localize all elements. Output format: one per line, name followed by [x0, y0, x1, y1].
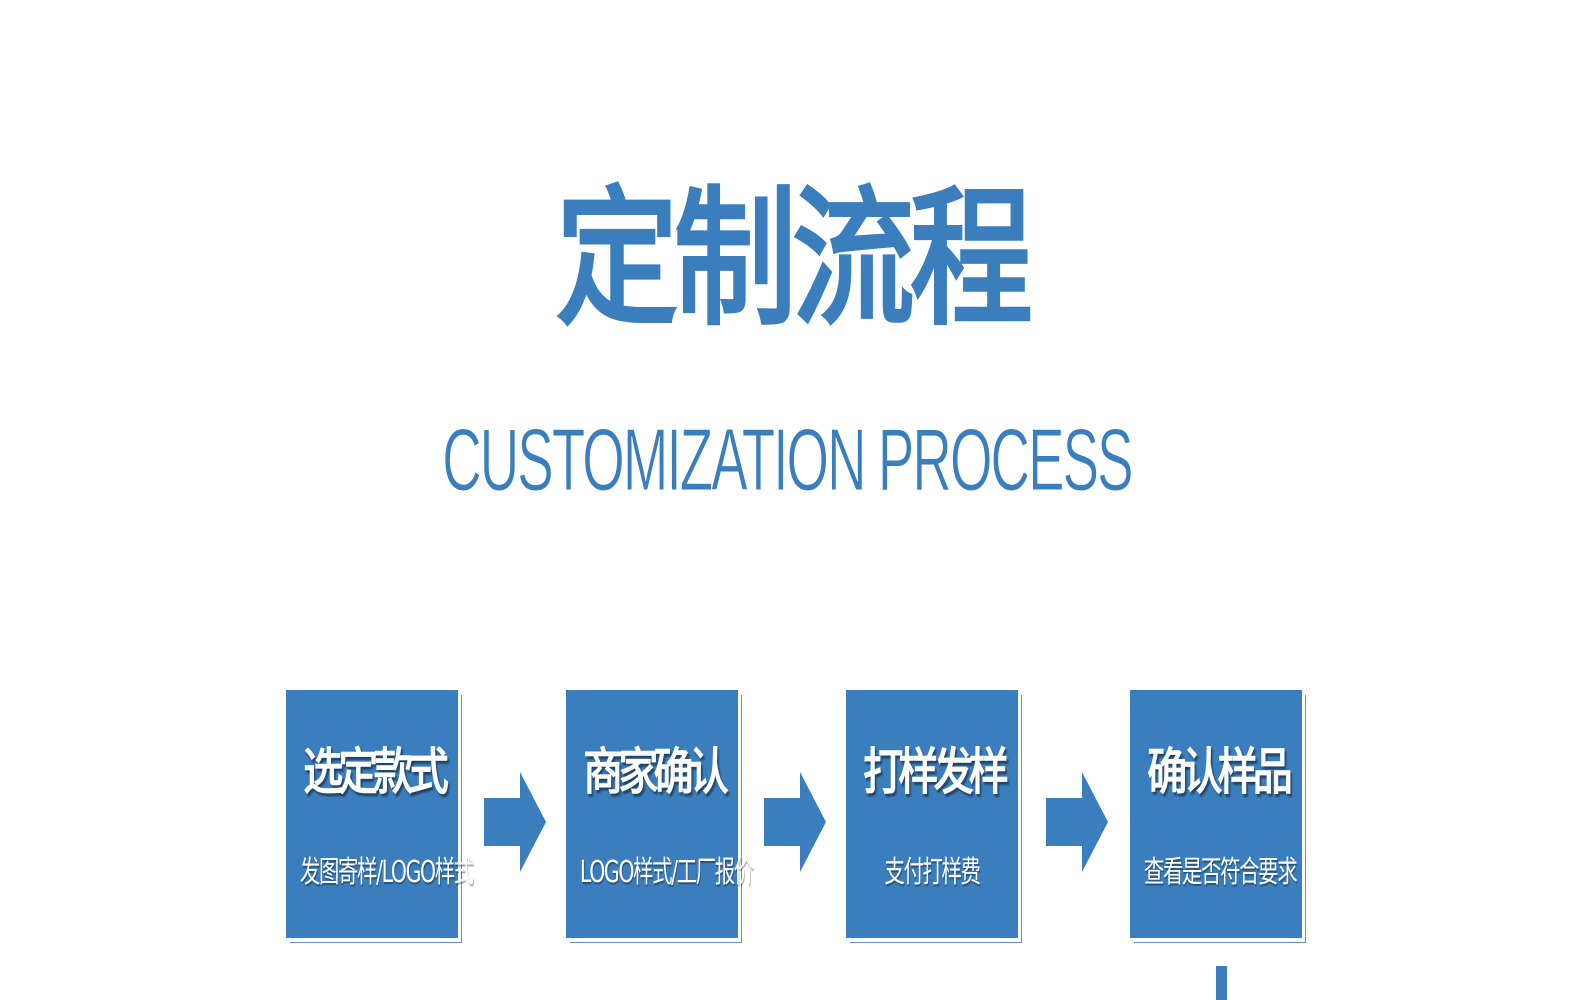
step-box: 商家确认 LOGO样式/工厂报价	[566, 690, 754, 938]
step-outline	[1134, 695, 1306, 943]
step-title: 商家确认	[583, 743, 729, 801]
step-title: 打样发样	[863, 743, 1009, 801]
step-outline	[290, 695, 462, 943]
step-description: 查看是否符合要求	[1143, 855, 1298, 890]
step-outline	[570, 695, 742, 943]
step-box: 打样发样 支付打样费	[846, 690, 1018, 938]
process-step-2: 商家确认 LOGO样式/工厂报价	[566, 690, 754, 943]
step-description: 发图寄样/LOGO样式	[299, 855, 474, 890]
process-step-1: 选定款式 发图寄样/LOGO样式	[286, 690, 474, 943]
page-subtitle: CUSTOMIZATION PROCESS	[442, 410, 1134, 510]
step-title: 确认样品	[1147, 743, 1293, 801]
step-box: 选定款式 发图寄样/LOGO样式	[286, 690, 474, 938]
arrow-right-icon	[1046, 772, 1108, 872]
page-title: 定制流程	[555, 173, 1033, 347]
step-description: 支付打样费	[884, 855, 981, 890]
step-title: 选定款式	[303, 743, 449, 801]
step-outline	[850, 695, 1022, 943]
step-box: 确认样品 查看是否符合要求	[1130, 690, 1302, 938]
step-description: LOGO样式/工厂报价	[579, 855, 754, 890]
process-step-4: 确认样品 查看是否符合要求	[1130, 690, 1306, 943]
arrow-right-icon	[484, 772, 546, 872]
arrow-right-icon	[764, 772, 826, 872]
connector-line-down	[1216, 966, 1227, 1000]
process-step-3: 打样发样 支付打样费	[846, 690, 1022, 943]
